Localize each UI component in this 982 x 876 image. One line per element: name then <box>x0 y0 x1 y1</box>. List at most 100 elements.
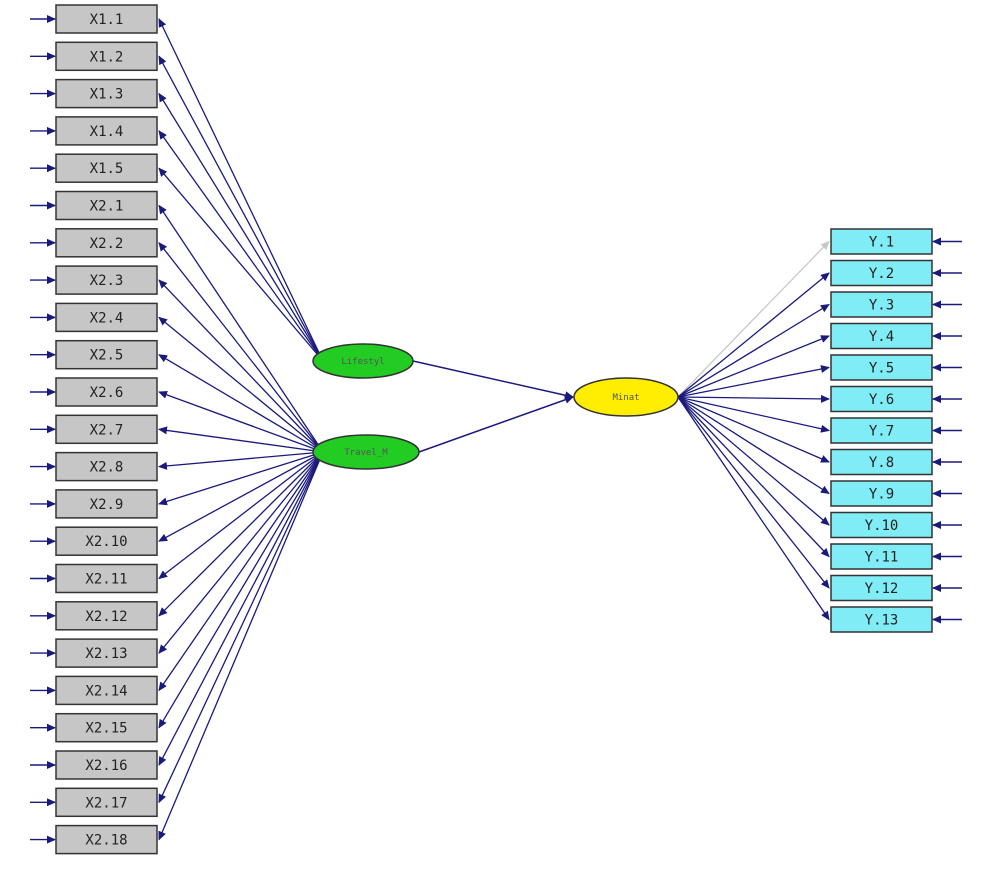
indicator-label-left: X1.5 <box>90 161 124 177</box>
indicator-label-left: X2.3 <box>90 273 124 289</box>
indicator-label-left: X2.15 <box>85 721 127 737</box>
indicator-box-left <box>55 712 158 743</box>
indicator-label-left: X2.5 <box>90 348 124 364</box>
indicator-box-right <box>830 417 933 444</box>
indicator-label-left: X2.4 <box>90 310 124 326</box>
indicator-box-right <box>830 543 933 570</box>
loading-path-left <box>158 451 324 580</box>
indicator-label-left: X2.9 <box>90 497 124 513</box>
indicator-label-left: X2.12 <box>85 609 127 625</box>
indicator-label-left: X1.1 <box>90 12 124 28</box>
indicator-box-right <box>830 354 933 381</box>
loading-path-left <box>158 167 324 362</box>
indicator-box-right <box>830 511 933 539</box>
indicator-label-right: Y.11 <box>865 550 899 566</box>
indicator-box-left <box>55 675 158 706</box>
indicator-label-right: Y.4 <box>869 329 894 345</box>
edges-layer <box>30 15 962 844</box>
indicator-label-left: X1.3 <box>90 87 124 103</box>
indicator-label-left: X1.4 <box>90 124 124 140</box>
loading-path-left <box>158 55 324 362</box>
indicator-label-right: Y.10 <box>865 518 899 534</box>
loading-path-right <box>677 396 830 589</box>
loading-path-right <box>677 365 830 398</box>
indicator-label-left: X2.10 <box>85 534 127 550</box>
loading-path-right <box>677 396 830 433</box>
indicator-box-right <box>830 322 933 350</box>
loading-path-right <box>677 394 830 403</box>
loading-path-right <box>677 396 830 558</box>
loading-path-left <box>158 451 324 692</box>
loading-path-left <box>158 451 324 617</box>
indicator-box-left <box>55 526 158 556</box>
loading-path-left <box>158 451 324 804</box>
indicator-label-left: X2.18 <box>85 833 127 849</box>
indicator-label-left: X2.1 <box>90 199 124 215</box>
indicator-box-left <box>55 190 158 221</box>
loading-path-left <box>158 451 324 506</box>
indicator-box-right <box>830 228 933 255</box>
indicator-box-right <box>830 448 933 476</box>
loading-path-right <box>677 396 830 463</box>
latent-variable-travel <box>312 434 420 470</box>
indicator-box-right <box>830 574 933 602</box>
indicator-box-left <box>55 824 158 855</box>
indicator-box-left <box>55 78 158 109</box>
indicator-box-left <box>55 4 158 34</box>
indicator-label-left: X2.17 <box>85 795 127 811</box>
indicator-label-left: X2.14 <box>85 683 127 699</box>
indicator-box-left <box>55 302 158 333</box>
indicator-box-right <box>830 291 933 318</box>
loading-path-right <box>677 396 830 526</box>
loading-path-left <box>158 451 324 841</box>
indicator-box-left <box>55 377 158 407</box>
indicator-label-left: X2.6 <box>90 385 124 401</box>
indicator-box-left <box>55 451 158 482</box>
structural-path <box>418 395 574 453</box>
indicator-label-right: Y.8 <box>869 455 894 471</box>
indicator-box-right <box>830 480 933 507</box>
loading-path-left <box>158 18 324 362</box>
indicator-label-left: X2.11 <box>85 572 127 588</box>
loading-path-right <box>677 272 830 398</box>
loading-path-left <box>158 390 324 453</box>
indicator-box-left <box>55 787 158 818</box>
loading-path-left <box>158 130 324 362</box>
loading-path-left <box>158 316 324 453</box>
indicator-box-left <box>55 339 158 370</box>
indicator-label-left: X2.7 <box>90 422 124 438</box>
indicator-box-left <box>55 153 158 183</box>
indicator-label-right: Y.6 <box>869 392 894 408</box>
loading-path-left <box>158 354 324 453</box>
loading-path-left <box>158 426 324 453</box>
structural-path <box>412 360 574 400</box>
indicator-label-left: X1.2 <box>90 49 124 65</box>
loading-path-right <box>677 335 830 398</box>
indicator-label-right: Y.1 <box>869 235 894 251</box>
indicator-box-right <box>830 259 933 287</box>
indicator-label-left: X2.2 <box>90 236 124 252</box>
indicator-label-right: Y.7 <box>869 424 894 440</box>
indicator-box-left <box>55 41 158 72</box>
indicator-box-left <box>55 638 158 668</box>
latent-variable-lifestyle <box>312 343 414 379</box>
indicator-box-left <box>55 489 158 519</box>
indicator-box-left <box>55 750 158 780</box>
latent-label-travel: Travel_M <box>344 448 388 458</box>
loading-path-left <box>158 92 324 362</box>
indicator-label-right: Y.5 <box>869 361 894 377</box>
loading-path-left <box>158 451 324 470</box>
latent-label-lifestyle: Lifestyl <box>341 357 384 367</box>
latent-label-minat: Minat <box>612 393 639 403</box>
latent-variable-minat <box>573 377 679 417</box>
loading-path-right <box>677 240 830 398</box>
loading-path-left <box>158 451 324 766</box>
loading-path-left <box>158 242 324 453</box>
loading-path-left <box>158 279 324 453</box>
indicator-label-right: Y.9 <box>869 487 894 503</box>
indicator-label-right: Y.12 <box>865 581 899 597</box>
indicator-box-left <box>55 228 158 258</box>
nodes-layer: X1.1X1.2X1.3X1.4X1.5X2.1X2.2X2.3X2.4X2.5… <box>55 4 933 855</box>
indicator-box-left <box>55 116 158 146</box>
indicator-label-left: X2.16 <box>85 758 127 774</box>
